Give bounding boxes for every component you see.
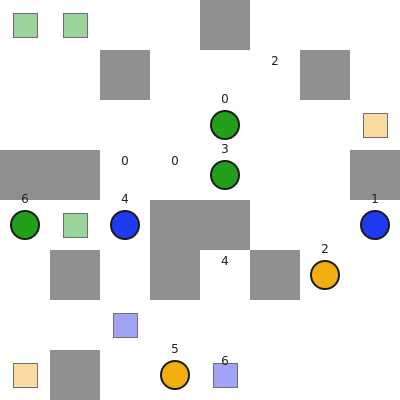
- floor-label: 0: [121, 154, 129, 168]
- agent-label-5: 5: [171, 342, 179, 356]
- wall-block: [300, 50, 350, 100]
- agent-label-0: 0: [221, 92, 229, 106]
- wall-block: [350, 150, 400, 200]
- agent-label-6: 6: [21, 192, 29, 206]
- agent-label-4: 4: [121, 192, 129, 206]
- agent-orange-5[interactable]: [160, 360, 190, 390]
- agent-blue-4[interactable]: [110, 210, 140, 240]
- wall-block: [50, 350, 100, 400]
- wall-block: [150, 250, 200, 300]
- goal-label: 6: [221, 354, 229, 368]
- wall-block: [200, 0, 250, 50]
- goal-blue-b: [213, 363, 238, 388]
- floor-label: 2: [271, 54, 279, 68]
- agent-label-1: 1: [371, 192, 379, 206]
- wall-block: [0, 150, 100, 200]
- wall-block: [50, 250, 100, 300]
- wall-block: [250, 250, 300, 300]
- goal-green-b: [63, 13, 88, 38]
- agent-label-3: 3: [221, 142, 229, 156]
- goal-orange-b: [13, 363, 38, 388]
- agent-label-2: 2: [321, 242, 329, 256]
- wall-block: [100, 50, 150, 100]
- agent-blue-1[interactable]: [360, 210, 390, 240]
- goal-orange-a: [363, 113, 388, 138]
- goal-blue-a: [113, 313, 138, 338]
- goal-green-a: [13, 13, 38, 38]
- floor-label: 0: [171, 154, 179, 168]
- floor-label: 4: [221, 254, 229, 268]
- goal-green-c: [63, 213, 88, 238]
- agent-green-6[interactable]: [10, 210, 40, 240]
- agent-green-0[interactable]: [210, 110, 240, 140]
- agent-orange-2[interactable]: [310, 260, 340, 290]
- agent-green-3[interactable]: [210, 160, 240, 190]
- wall-block: [150, 200, 250, 250]
